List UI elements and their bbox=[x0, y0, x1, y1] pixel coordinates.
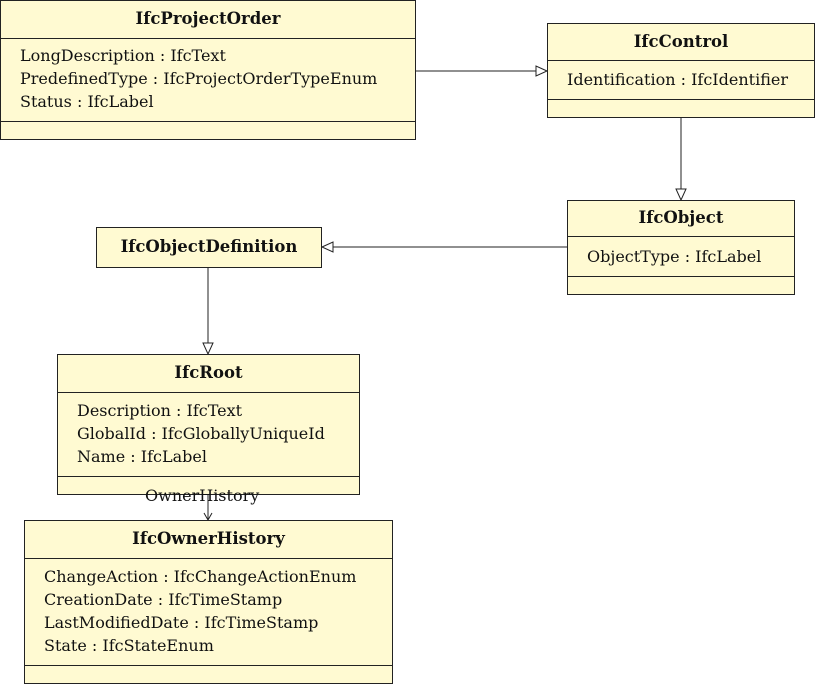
class-name: IfcObject bbox=[568, 201, 794, 237]
attribute: PredefinedType : IfcProjectOrderTypeEnum bbox=[20, 69, 378, 88]
class-ifcobjectdefinition[interactable]: IfcObjectDefinition bbox=[96, 227, 322, 268]
attribute-list: Identification : IfcIdentifier bbox=[548, 61, 814, 100]
class-name: IfcControl bbox=[548, 24, 814, 61]
class-name: IfcObjectDefinition bbox=[120, 237, 298, 256]
attribute-list: ObjectType : IfcLabel bbox=[568, 237, 794, 277]
operations-compartment bbox=[1, 122, 415, 139]
class-name: IfcOwnerHistory bbox=[25, 521, 392, 559]
edge-projectorder-control-arrowhead bbox=[535, 65, 549, 77]
attribute: Identification : IfcIdentifier bbox=[567, 70, 788, 89]
class-ifcroot[interactable]: IfcRoot Description : IfcText GlobalId :… bbox=[57, 354, 360, 495]
attribute: ObjectType : IfcLabel bbox=[587, 247, 762, 266]
attribute: ChangeAction : IfcChangeActionEnum bbox=[44, 567, 357, 586]
operations-compartment bbox=[548, 100, 814, 117]
operations-compartment bbox=[25, 666, 392, 683]
attribute: Name : IfcLabel bbox=[77, 447, 207, 466]
attribute-list: ChangeAction : IfcChangeActionEnum Creat… bbox=[25, 559, 392, 666]
edge-objectdefinition-root-arrowhead bbox=[202, 342, 214, 356]
attribute-list: LongDescription : IfcText PredefinedType… bbox=[1, 39, 415, 122]
edge-control-object-arrowhead bbox=[675, 188, 687, 202]
attribute-list: Description : IfcText GlobalId : IfcGlob… bbox=[58, 393, 359, 477]
class-ifcobject[interactable]: IfcObject ObjectType : IfcLabel bbox=[567, 200, 795, 295]
attribute: GlobalId : IfcGloballyUniqueId bbox=[77, 424, 325, 443]
association-label-ownerhistory: OwnerHistory bbox=[145, 486, 260, 505]
attribute: Status : IfcLabel bbox=[20, 92, 154, 111]
class-ifcprojectorder[interactable]: IfcProjectOrder LongDescription : IfcTex… bbox=[0, 0, 416, 140]
attribute: LastModifiedDate : IfcTimeStamp bbox=[44, 613, 319, 632]
class-name: IfcRoot bbox=[58, 355, 359, 393]
operations-compartment bbox=[568, 277, 794, 294]
class-name: IfcProjectOrder bbox=[1, 1, 415, 39]
edge-object-objectdefinition-arrowhead bbox=[320, 241, 334, 253]
class-ifccontrol[interactable]: IfcControl Identification : IfcIdentifie… bbox=[547, 23, 815, 118]
class-ifcownerhistory[interactable]: IfcOwnerHistory ChangeAction : IfcChange… bbox=[24, 520, 393, 684]
attribute: CreationDate : IfcTimeStamp bbox=[44, 590, 283, 609]
attribute: LongDescription : IfcText bbox=[20, 46, 226, 65]
attribute: State : IfcStateEnum bbox=[44, 636, 214, 655]
attribute: Description : IfcText bbox=[77, 401, 243, 420]
